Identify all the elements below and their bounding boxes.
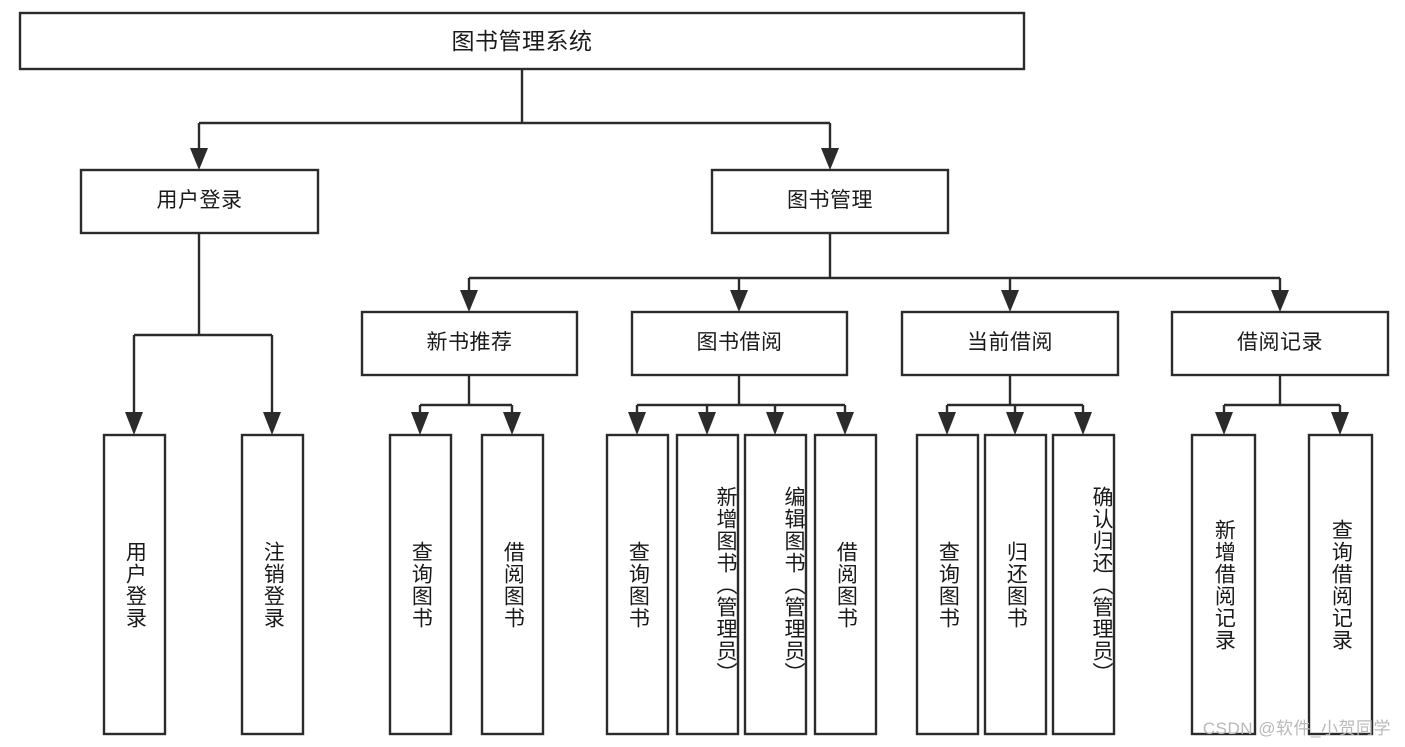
node-box-leaf-return-book[interactable] [983, 433, 1048, 736]
node-box-leaf-query-book-1[interactable] [388, 433, 453, 736]
arrow-head-leaf-borrow-book-2 [836, 412, 854, 435]
node-box-leaf-borrow-book-2[interactable] [813, 433, 878, 736]
node-box-leaf-query-book-3[interactable] [915, 433, 980, 736]
arrow-head-book-borrow [730, 290, 748, 312]
node-box-leaf-add-book[interactable] [675, 433, 740, 736]
arrow-head-leaf-query-book-1 [411, 412, 429, 435]
arrow-head-leaf-add-record [1215, 412, 1233, 435]
arrow-head-leaf-return-book [1006, 412, 1024, 435]
arrow-head-leaf-query-book-3 [938, 412, 956, 435]
arrow-head-book-manage [821, 148, 839, 170]
node-box-leaf-query-record[interactable] [1307, 433, 1374, 736]
node-box-leaf-borrow-book-1[interactable] [480, 433, 545, 736]
arrow-head-leaf-confirm-return [1074, 412, 1092, 435]
arrow-head-leaf-borrow-book-1 [503, 412, 521, 435]
node-box-user-login[interactable] [79, 168, 320, 235]
arrow-head-leaf-edit-book [766, 412, 784, 435]
arrow-head-leaf-query-book-2 [628, 412, 646, 435]
arrow-head-user-login [190, 148, 208, 170]
node-box-leaf-user-logout[interactable] [240, 433, 305, 736]
node-box-leaf-edit-book[interactable] [743, 433, 808, 736]
node-box-leaf-user-login[interactable] [102, 433, 167, 736]
node-box-leaf-confirm-return[interactable] [1051, 433, 1116, 736]
arrow-head-leaf-user-login [125, 412, 143, 435]
nodes-layer [18, 11, 1390, 736]
node-box-root[interactable] [18, 11, 1026, 71]
node-box-borrow-record[interactable] [1170, 310, 1390, 377]
node-box-book-manage[interactable] [710, 168, 950, 235]
node-box-current-borrow[interactable] [900, 310, 1120, 377]
arrow-head-borrow-record [1271, 290, 1289, 312]
node-box-book-borrow[interactable] [630, 310, 849, 377]
arrow-head-current-borrow [1001, 290, 1019, 312]
node-box-new-book-recommend[interactable] [360, 310, 579, 377]
edges-layer [125, 69, 1349, 435]
arrow-head-leaf-add-book [698, 412, 716, 435]
node-box-leaf-add-record[interactable] [1190, 433, 1257, 736]
node-box-leaf-query-book-2[interactable] [605, 433, 670, 736]
arrow-head-new-book-recommend [460, 290, 478, 312]
arrow-head-leaf-query-record [1331, 412, 1349, 435]
arrow-head-leaf-user-logout [263, 412, 281, 435]
